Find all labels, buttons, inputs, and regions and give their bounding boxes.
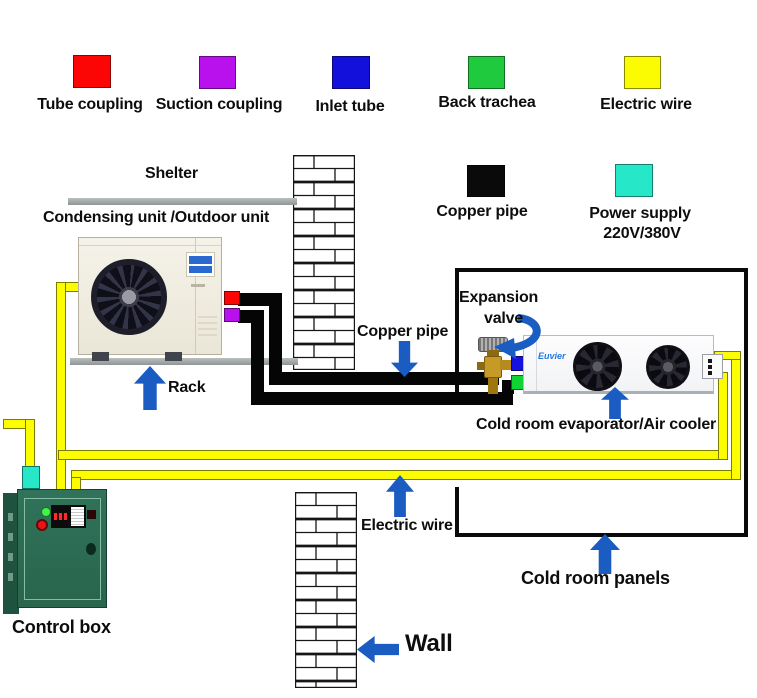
condensing-unit <box>78 237 222 355</box>
evaporator-fan-icon-1 <box>573 342 622 391</box>
wire-supply-drop <box>25 419 35 470</box>
wire-evaporator-riser-outer <box>731 351 741 480</box>
legend-label-copper-pipe: Copper pipe <box>436 203 528 220</box>
electric-wire-label: Electric wire <box>361 517 453 534</box>
evaporator-fan-icon-2 <box>646 345 690 389</box>
evaporator-label: Cold room evaporator/Air cooler <box>476 416 717 433</box>
evaporator-brand-logo: Euvier <box>538 351 566 361</box>
power-supply-connector <box>22 466 40 489</box>
valve-side-port <box>477 362 485 370</box>
wire-evaporator-run-upper <box>58 450 728 460</box>
terminal-dot <box>708 371 712 375</box>
copper-pipe-liquid-seg3 <box>269 372 499 385</box>
valve-outlet-arm <box>500 360 515 370</box>
wire-evaporator-riser-inner <box>718 372 728 460</box>
condensing-unit-panel-seam <box>195 238 196 354</box>
cold-room-panels-label: Cold room panels <box>521 568 670 588</box>
rack-label: Rack <box>168 379 206 396</box>
evaporator-terminal-box <box>702 354 723 379</box>
legend-label-power-supply: Power supply <box>589 205 691 222</box>
temperature-controller <box>51 505 86 528</box>
condensing-brand-sticker <box>186 252 215 277</box>
brick-wall-upper <box>293 155 355 370</box>
legend-label-back-trachea: Back trachea <box>438 94 536 111</box>
cold-room-border-bottom <box>455 533 748 537</box>
shelter-bar <box>68 198 297 205</box>
hinge <box>8 553 13 561</box>
expansion-valve-label-line2: valve <box>484 310 524 327</box>
door-lock <box>86 543 96 555</box>
controller-label <box>71 507 84 526</box>
copper-pipe-liquid-seg2 <box>269 293 282 385</box>
rack-arrow-icon <box>134 366 166 410</box>
cold-room-border-right <box>744 268 748 537</box>
brick-wall-lower <box>295 492 357 688</box>
legend-swatch-back-trachea <box>468 56 505 89</box>
legend-label-electric-wire: Electric wire <box>600 96 692 113</box>
hinge <box>8 573 13 581</box>
legend-swatch-inlet-tube <box>332 56 370 89</box>
condensing-foot-right <box>165 352 182 361</box>
valve-neck <box>487 350 499 357</box>
legend-label-suction-coupling: Suction coupling <box>155 96 283 113</box>
expansion-valve-label-line1: Expansion <box>459 289 539 306</box>
condensing-vents <box>198 316 217 338</box>
brand-strip-2 <box>189 266 212 273</box>
hinge <box>8 513 13 521</box>
condensing-unit-top-seam <box>79 245 221 246</box>
control-box <box>3 489 107 614</box>
copper-pipe-label: Copper pipe <box>357 323 449 340</box>
copper-pipe-suction-seg3 <box>251 392 513 405</box>
legend-swatch-power-supply <box>615 164 653 197</box>
cold-room-border-left-upper <box>455 268 459 403</box>
brand-strip-1 <box>189 256 212 264</box>
control-box-label: Control box <box>12 617 111 637</box>
legend-label-power-voltage: 220V/380V <box>603 225 681 242</box>
legend-swatch-suction-coupling <box>199 56 236 89</box>
stop-button <box>36 519 48 531</box>
power-led <box>41 507 51 517</box>
suction-coupling-connector <box>224 308 240 322</box>
controller-digits <box>54 513 67 520</box>
legend-label-inlet-tube: Inlet tube <box>315 98 385 115</box>
cold-room-border-left-lower <box>455 487 459 537</box>
control-box-door <box>24 498 101 600</box>
evaporator-end-seam <box>536 336 537 391</box>
copper-pipe-suction-seg2 <box>251 310 264 405</box>
cold-room-evaporator: Euvier <box>523 335 714 394</box>
tube-coupling-connector <box>224 291 240 305</box>
condensing-foot-left <box>92 352 109 361</box>
terminal-dot <box>708 359 712 363</box>
wall-arrow-icon <box>357 636 399 663</box>
condensing-model-text <box>191 284 205 287</box>
cold-room-border-top <box>455 268 748 272</box>
shelter-label: Shelter <box>145 165 198 182</box>
wire-evaporator-run-lower <box>71 470 741 480</box>
valve-stem <box>488 378 498 394</box>
legend-swatch-copper-pipe <box>467 165 505 197</box>
legend-swatch-tube-coupling <box>73 55 111 88</box>
controller-switch <box>87 510 96 519</box>
legend-label-tube-coupling: Tube coupling <box>37 96 143 113</box>
expansion-valve-arrow-icon <box>494 314 541 359</box>
legend-swatch-electric-wire <box>624 56 661 89</box>
hinge <box>8 533 13 541</box>
rack-bar <box>70 358 298 365</box>
terminal-dot <box>708 365 712 369</box>
condensing-fan-icon <box>91 259 167 335</box>
electric-wire-arrow-icon <box>386 475 414 517</box>
wall-label: Wall <box>405 630 453 657</box>
condensing-unit-label: Condensing unit /Outdoor unit <box>43 209 270 226</box>
